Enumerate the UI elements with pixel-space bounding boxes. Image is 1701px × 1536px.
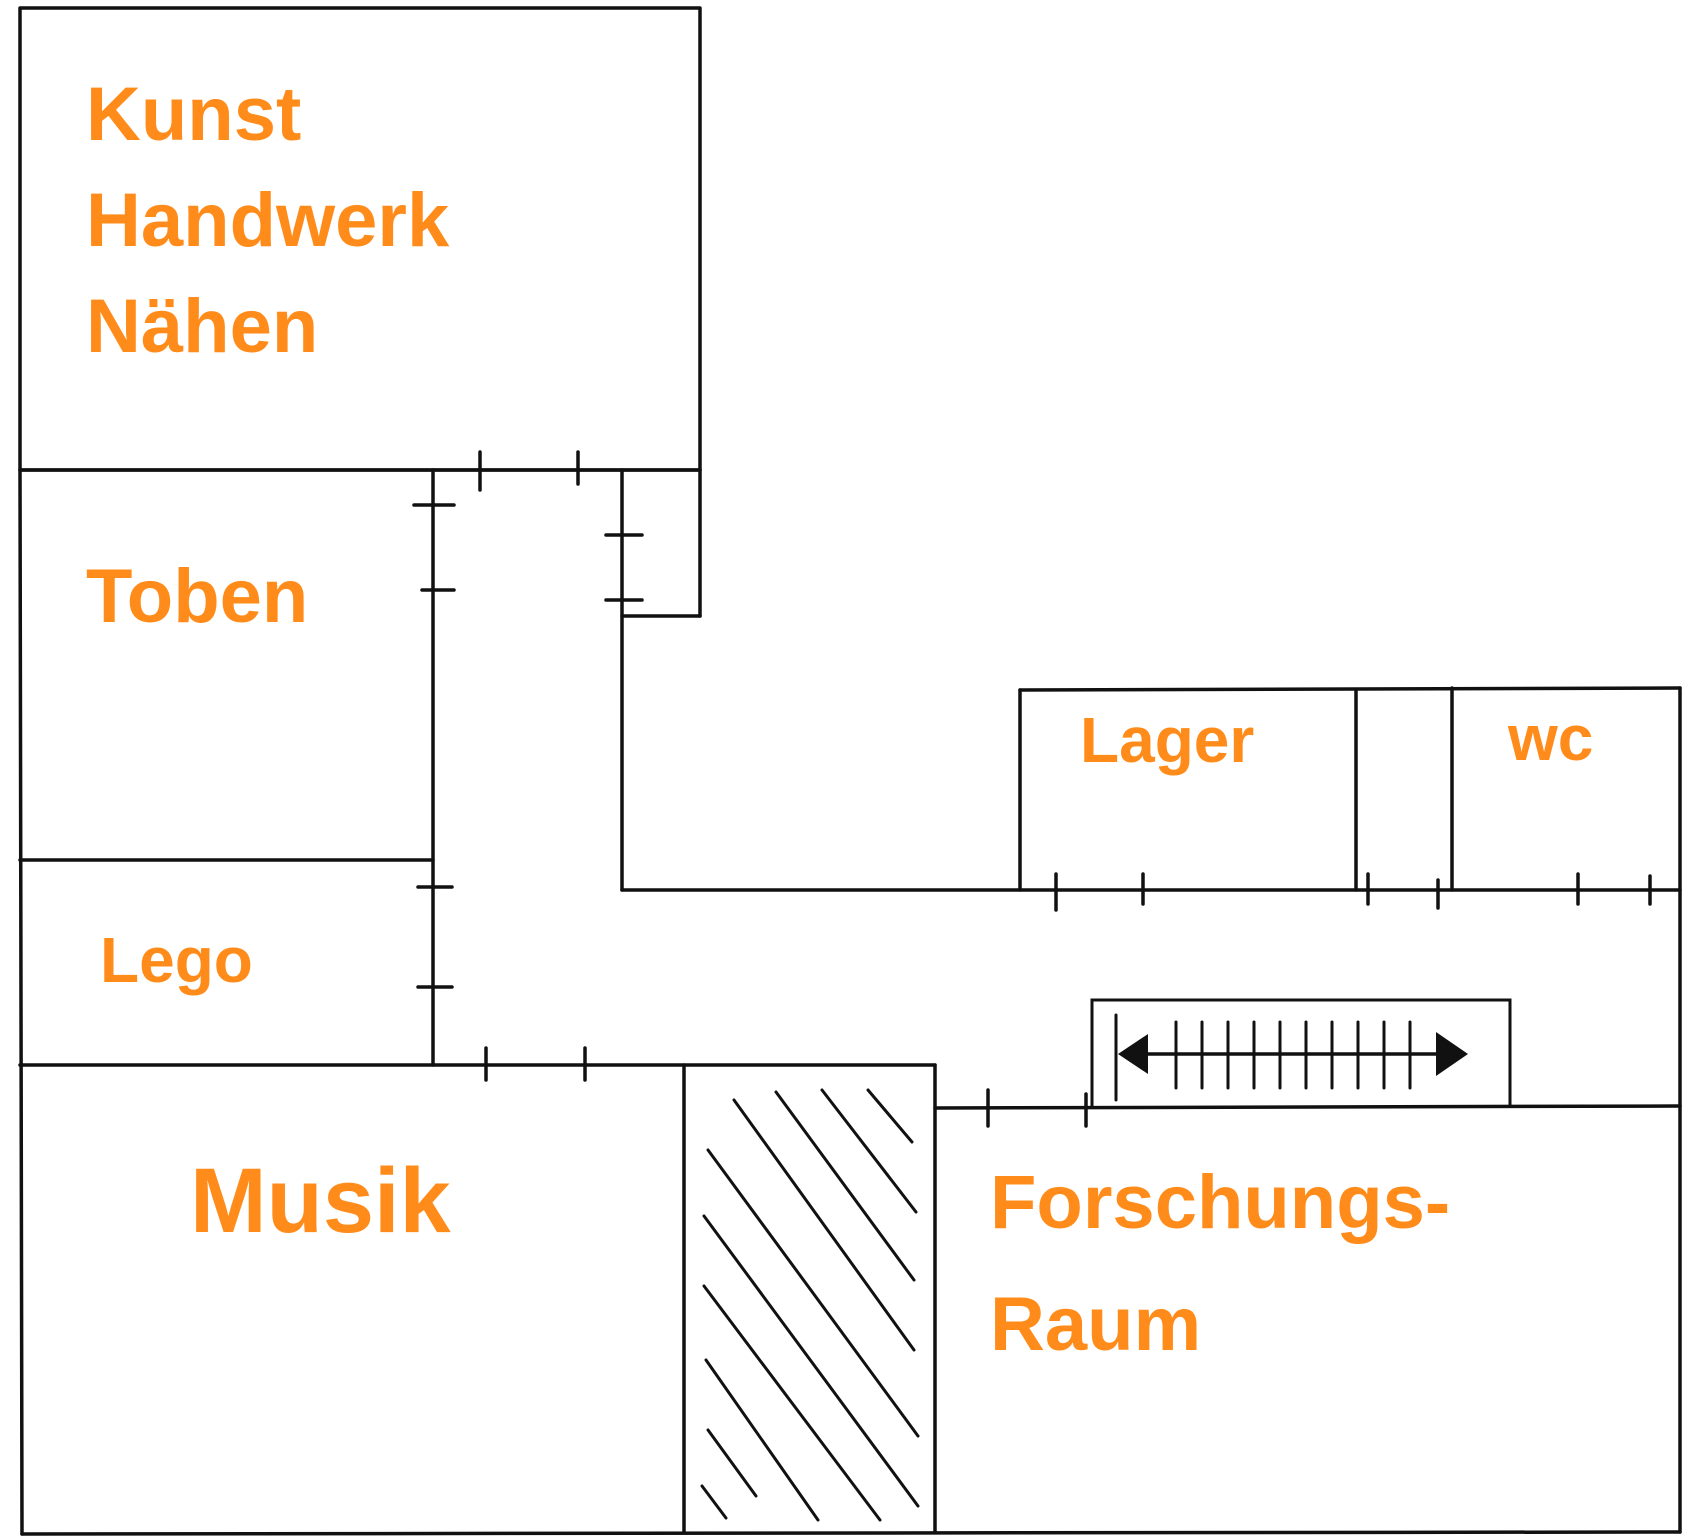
outer-wall-bottom [20,1530,1682,1536]
hatch-line [866,1088,914,1144]
wall-lager-wc-top [1018,686,1682,692]
door-marks [412,450,1652,1128]
hatch-line [732,1098,916,1352]
hatch-line [702,1214,920,1508]
stairs-icon [1090,998,1512,1108]
hatch-line [706,1428,758,1498]
room-label-wc: wc [1507,702,1593,774]
hatch-line [702,1284,882,1522]
room-label-naehen: Nähen [86,284,318,369]
hatch-line [706,1148,920,1438]
hatch-line [704,1358,820,1522]
walls [18,6,1682,1536]
wall-forschung-top [933,1104,1682,1110]
room-label-forschungs: Forschungs- [990,1160,1450,1245]
room-label-toben: Toben [86,554,308,639]
hatch-line [700,1484,728,1520]
hatched-area-icon [700,1088,920,1522]
room-label-raum: Raum [990,1282,1201,1367]
outer-wall-left [18,468,24,1536]
room-label-lager: Lager [1080,704,1254,776]
room-label-musik: Musik [190,1150,452,1252]
room-label-kunst: Kunst [86,72,301,157]
room-label-lego: Lego [100,924,253,996]
hatch-line [774,1090,916,1282]
room-label-handwerk: Handwerk [86,178,450,263]
hatch-line [820,1088,918,1214]
